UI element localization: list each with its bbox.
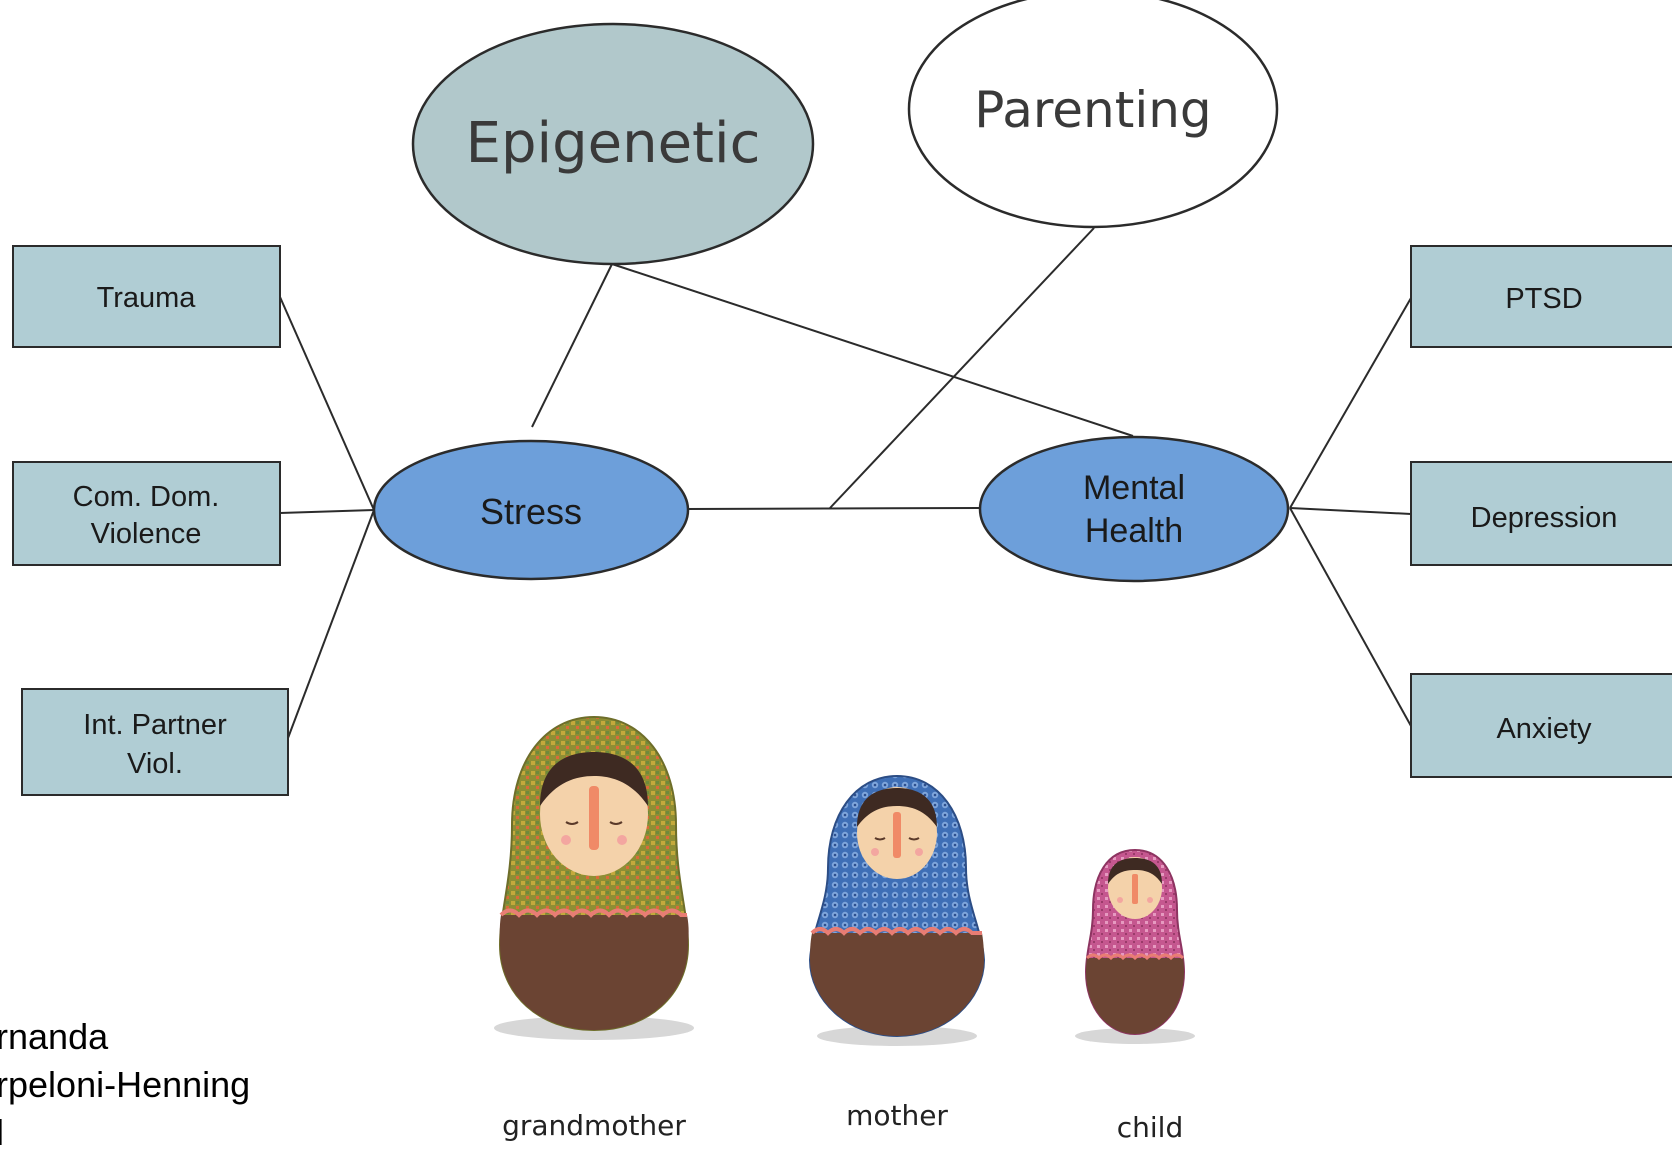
author-line-1: ernanda: [0, 1016, 109, 1057]
depression-box: Depression: [1410, 461, 1672, 566]
ptsd-label: PTSD: [1505, 283, 1582, 315]
anxiety-box: Anxiety: [1410, 673, 1672, 778]
line-parenting-moderator: [829, 227, 1095, 509]
line-ipv-stress: [287, 509, 375, 739]
stress-node: Stress: [372, 439, 690, 581]
int-partner-violence-label-line1: Int. Partner: [83, 709, 227, 741]
anxiety-label: Anxiety: [1496, 713, 1592, 745]
author-credit: ernanda erpeloni-Henning al: [0, 1013, 250, 1157]
line-stress-mental-health: [685, 507, 980, 510]
line-epigenetic-mental-health: [611, 263, 1134, 437]
mother-caption: mother: [846, 1099, 948, 1132]
child-doll: child: [1075, 848, 1195, 1144]
epigenetic-node: Epigenetic: [411, 22, 815, 266]
com-dom-violence-label-line2: Violence: [91, 518, 202, 550]
line-mental-health-anxiety: [1289, 507, 1412, 727]
line-cdv-stress: [279, 509, 375, 514]
com-dom-violence-label-line1: Com. Dom.: [73, 481, 220, 513]
author-line-2: erpeloni-Henning: [0, 1064, 251, 1105]
grandmother-doll: grandmother: [494, 715, 694, 1142]
author-line-3: al: [0, 1112, 5, 1153]
line-mental-health-ptsd: [1289, 297, 1412, 509]
com-dom-violence-box: Com. Dom. Violence: [12, 461, 281, 566]
mental-health-label-line2: Health: [1085, 512, 1183, 550]
int-partner-violence-label-line2: Viol.: [127, 748, 183, 780]
mother-doll: mother: [808, 774, 986, 1132]
child-caption: child: [1117, 1111, 1183, 1144]
line-trauma-stress: [279, 296, 375, 511]
parenting-label: Parenting: [974, 81, 1211, 139]
grandmother-caption: grandmother: [502, 1109, 686, 1142]
depression-label: Depression: [1471, 502, 1618, 534]
connector-lines: [279, 227, 1412, 739]
stress-label: Stress: [480, 491, 582, 532]
ptsd-box: PTSD: [1410, 245, 1672, 348]
line-stress-epigenetic: [531, 263, 613, 428]
trauma-box: Trauma: [12, 245, 281, 348]
int-partner-violence-box: Int. Partner Viol.: [21, 688, 289, 796]
mental-health-node: Mental Health: [978, 435, 1290, 583]
epigenetic-label: Epigenetic: [466, 111, 761, 176]
mental-health-label-line1: Mental: [1083, 469, 1185, 507]
trauma-label: Trauma: [97, 282, 197, 314]
parenting-node: Parenting: [907, 0, 1279, 229]
line-mental-health-depression: [1289, 507, 1412, 515]
